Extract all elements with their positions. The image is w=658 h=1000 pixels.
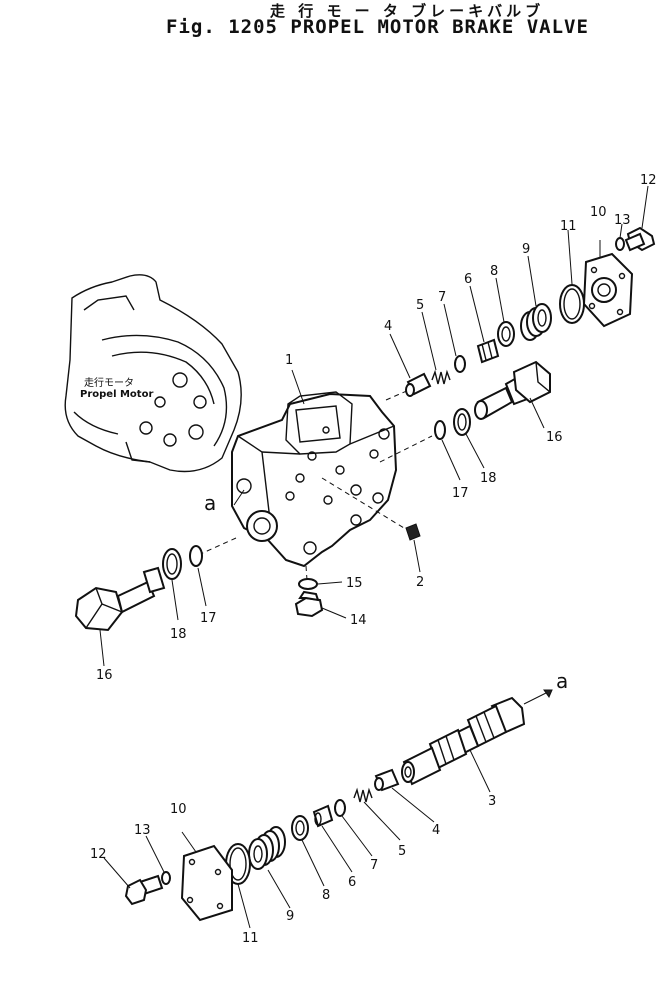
part-3-spool [401,696,526,786]
part-17-o-ring-left [189,545,203,567]
part-9-spring-lower [248,826,286,870]
callout-13: 13 [614,213,631,228]
callout-2: 2 [416,575,424,590]
part-12-bolt-lower [124,874,164,906]
callout-10: 10 [170,802,187,817]
callout-17: 17 [200,611,217,626]
title-japanese: 走 行 モ ー タ ブレーキバルブ [270,2,545,20]
callout-11: 11 [560,219,577,234]
callout-11: 11 [242,931,259,946]
callout-7: 7 [438,290,446,305]
reference-a: a [556,669,568,693]
reference-arrow-head [543,689,553,699]
motor-label-english: Propel Motor [80,389,153,400]
callout-14: 14 [350,613,367,628]
callout-18: 18 [170,627,187,642]
motor-label-japanese: 走行モータ [84,376,134,389]
callout-4: 4 [384,319,392,334]
callout-15: 15 [346,576,363,591]
part-16-plug-left [74,566,166,632]
part-18-ring-left [162,548,182,580]
part-18-ring-upper [453,408,471,436]
callout-12: 12 [640,173,657,188]
part-5-spring-lower [353,787,373,803]
part-6-plug-lower [312,804,334,828]
leader-lines [99,185,649,929]
callout-16: 16 [546,430,563,445]
callout-8: 8 [490,264,498,279]
callout-16: 16 [96,668,113,683]
callout-5: 5 [416,298,424,313]
part-14-plug [294,590,324,618]
callout-7: 7 [370,858,378,873]
part-10-cover-lower [180,844,233,922]
part-7-o-ring [454,355,466,373]
part-16-plug-upper [474,360,551,420]
part-4-sleeve-lower [374,768,400,792]
valve-body [231,391,398,568]
callout-10: 10 [590,205,607,220]
part-4-sleeve [405,372,432,397]
propel-motor: 走行モータ Propel Motor [64,274,242,473]
part-17-o-ring-upper [434,420,446,440]
part-8-ring [497,321,515,347]
part-13-washer-lower [161,871,171,885]
callout-4: 4 [432,823,440,838]
callout-9: 9 [522,242,530,257]
part-10-cover [582,252,634,328]
part-8-ring-lower [291,815,309,841]
part-12-bolt [624,226,656,252]
part-13-washer [615,237,625,251]
callout-6: 6 [464,272,472,287]
part-5-spring [431,369,451,385]
callout-8: 8 [322,888,330,903]
figure-title: Fig. 1205 PROPEL MOTOR BRAKE VALVE [166,16,589,38]
callout-9: 9 [286,909,294,924]
reference-a: a [204,491,216,515]
callout-6: 6 [348,875,356,890]
assembly-line [305,565,309,595]
part-2-plug [405,523,421,541]
callout-1: 1 [285,353,293,368]
assembly-line [321,477,405,529]
callout-5: 5 [398,844,406,859]
callout-12: 12 [90,847,107,862]
part-7-o-ring-lower [334,799,346,817]
part-9-spring [520,303,552,341]
assembly-line [379,435,433,463]
callout-numbers: 1 2 3 4 4 5 5 6 6 7 7 8 8 9 9 10 10 11 1… [90,173,657,946]
part-6-plug [476,338,500,364]
callout-13: 13 [134,823,151,838]
callout-17: 17 [452,486,469,501]
callout-3: 3 [488,794,496,809]
callout-18: 18 [480,471,497,486]
part-15-o-ring [298,578,318,590]
